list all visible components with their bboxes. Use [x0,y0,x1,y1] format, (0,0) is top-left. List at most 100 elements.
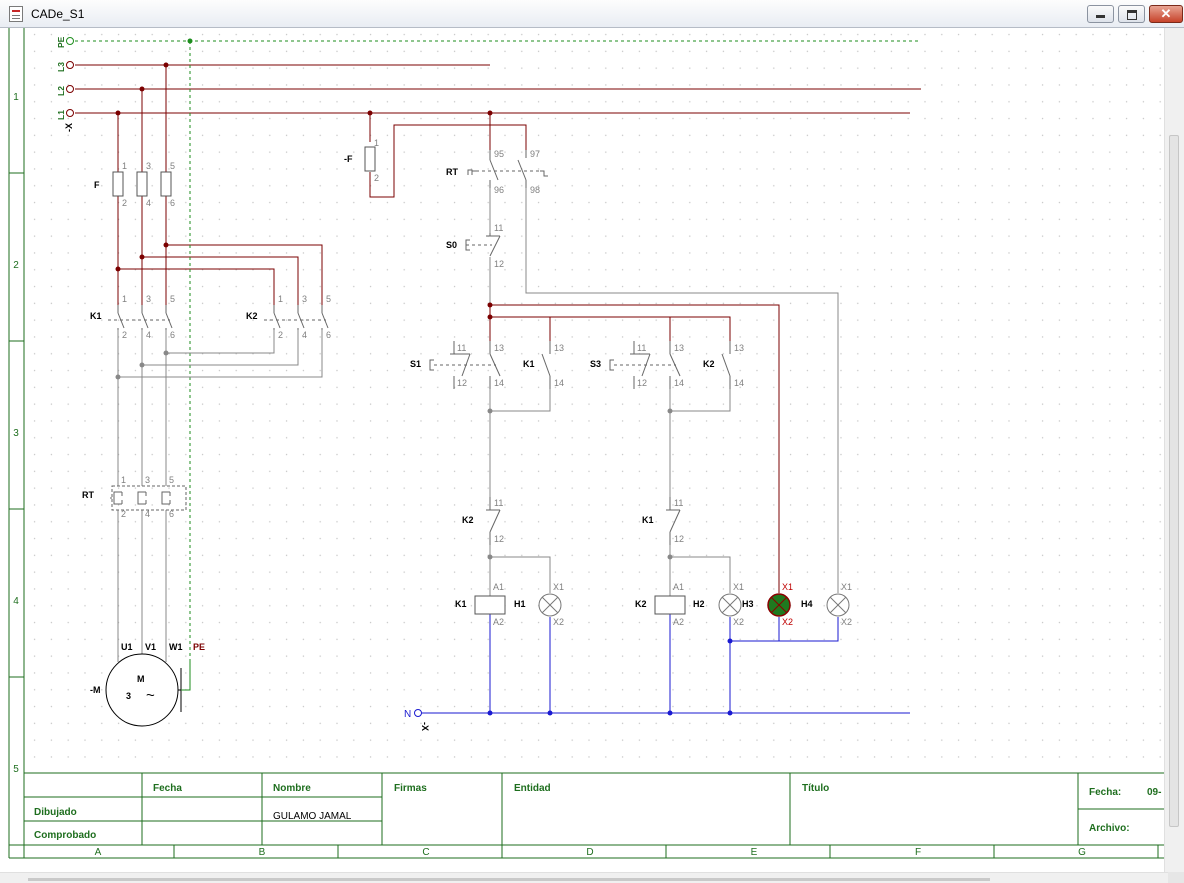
title-block-comprobado: Comprobado [34,830,96,841]
k2-interlock-contact[interactable] [486,497,501,545]
document-icon [9,6,23,22]
lamp-h2[interactable] [718,593,742,617]
col-label-f: F [915,847,921,858]
terminal: 11 [494,498,503,508]
bus-label-pe: PE [56,36,66,48]
terminal: X2 [841,617,852,627]
terminal: 14 [734,378,744,388]
schematic-canvas[interactable]: 1 2 3 4 5 A B C D E F G Fecha Nombre Fir… [0,28,1164,872]
terminal: 95 [494,149,504,159]
start-button-s1[interactable] [429,341,501,389]
terminal: A1 [493,582,504,592]
horizontal-scrollbar-thumb[interactable] [28,878,990,881]
terminal: 3 [145,475,150,485]
terminal: 2 [121,509,126,519]
terminal: 11 [494,223,503,233]
terminal: 2 [122,198,127,208]
terminal: 12 [494,534,504,544]
motor-ac-symbol: ~ [146,687,155,704]
terminal: 3 [302,294,307,304]
control-fuse-f[interactable] [364,146,376,172]
k1-interlock-label: K1 [642,515,654,525]
terminal: 12 [674,534,684,544]
lamp-h3[interactable] [767,593,791,617]
maximize-button[interactable] [1118,5,1145,23]
thermal-relay-rt[interactable] [110,485,187,511]
window-titlebar: CADe_S1 [0,0,1184,28]
lamp-h1-label: H1 [514,599,526,609]
window-title: CADe_S1 [31,7,85,21]
k2-interlock-label: K2 [462,515,474,525]
motor-terminal-pe: PE [193,642,205,652]
start-button-s3[interactable] [609,341,681,389]
title-block-fecha-col: Fecha [153,783,182,794]
col-label-b: B [259,847,266,858]
row-label-1: 1 [13,92,19,103]
horizontal-scrollbar[interactable] [0,872,1184,883]
bus-label-x1: -X [64,123,74,132]
contactor-k2-main[interactable] [264,305,329,330]
bus-label-n: N [404,709,411,720]
bus-label-l3: L3 [56,62,66,72]
terminal: 11 [674,498,683,508]
terminal: X1 [782,582,793,592]
close-button[interactable] [1149,5,1183,23]
s1-label: S1 [410,359,421,369]
stop-button-s0[interactable] [465,233,501,257]
terminal: 2 [278,330,283,340]
terminal: 11 [457,343,466,353]
vertical-scrollbar-thumb[interactable] [1169,135,1179,827]
coil-k2-label: K2 [635,599,647,609]
terminal: X2 [553,617,564,627]
thermal-relay-rt-aux[interactable] [467,150,548,188]
terminal: 13 [494,343,504,353]
terminal: 4 [302,330,307,340]
row-label-4: 4 [13,596,19,607]
contactor-k1-main[interactable] [108,305,173,330]
title-block-fecha-label: Fecha: [1089,787,1121,798]
power-junctions [115,38,193,380]
terminal: 6 [169,509,174,519]
title-block-entidad: Entidad [514,783,551,794]
neutral-wires [420,614,910,714]
terminal: X1 [553,582,564,592]
motor-m[interactable] [105,653,191,727]
terminal: 11 [637,343,646,353]
minimize-button[interactable] [1087,5,1114,23]
title-block-dibujado: Dibujado [34,807,77,818]
terminal: 1 [374,138,379,148]
lamp-h1[interactable] [538,593,562,617]
terminal: 13 [734,343,744,353]
control-wires-grey [489,188,839,596]
motor-terminal-u1: U1 [121,642,133,652]
coil-k1[interactable] [474,595,506,615]
terminal: 14 [494,378,504,388]
terminal: 12 [457,378,467,388]
s0-label: S0 [446,240,457,250]
terminal: 14 [674,378,684,388]
terminal: 6 [170,330,175,340]
terminal: A2 [673,617,684,627]
motor-phase-count: 3 [126,691,131,701]
terminal: 6 [326,330,331,340]
power-wires-grey [117,330,323,662]
terminal: X1 [841,582,852,592]
motor-terminal-v1: V1 [145,642,156,652]
title-block-firmas: Firmas [394,783,427,794]
terminal: X2 [733,617,744,627]
terminal-n [414,709,422,717]
control-fuse-label: -F [344,154,353,164]
contactor-k1-hold-contact[interactable] [541,341,551,389]
terminal: 96 [494,185,504,195]
contactor-k1-label: K1 [90,311,102,321]
contactor-k2-hold-contact[interactable] [721,341,731,389]
terminal: 3 [146,294,151,304]
coil-k2[interactable] [654,595,686,615]
k1-interlock-contact[interactable] [666,497,681,545]
lamp-h4-label: H4 [801,599,813,609]
motor-label: -M [90,685,101,695]
power-fuse-f[interactable] [112,171,172,197]
lamp-h4[interactable] [826,593,850,617]
bus-label-l2: L2 [56,86,66,96]
terminal: 1 [122,161,127,171]
